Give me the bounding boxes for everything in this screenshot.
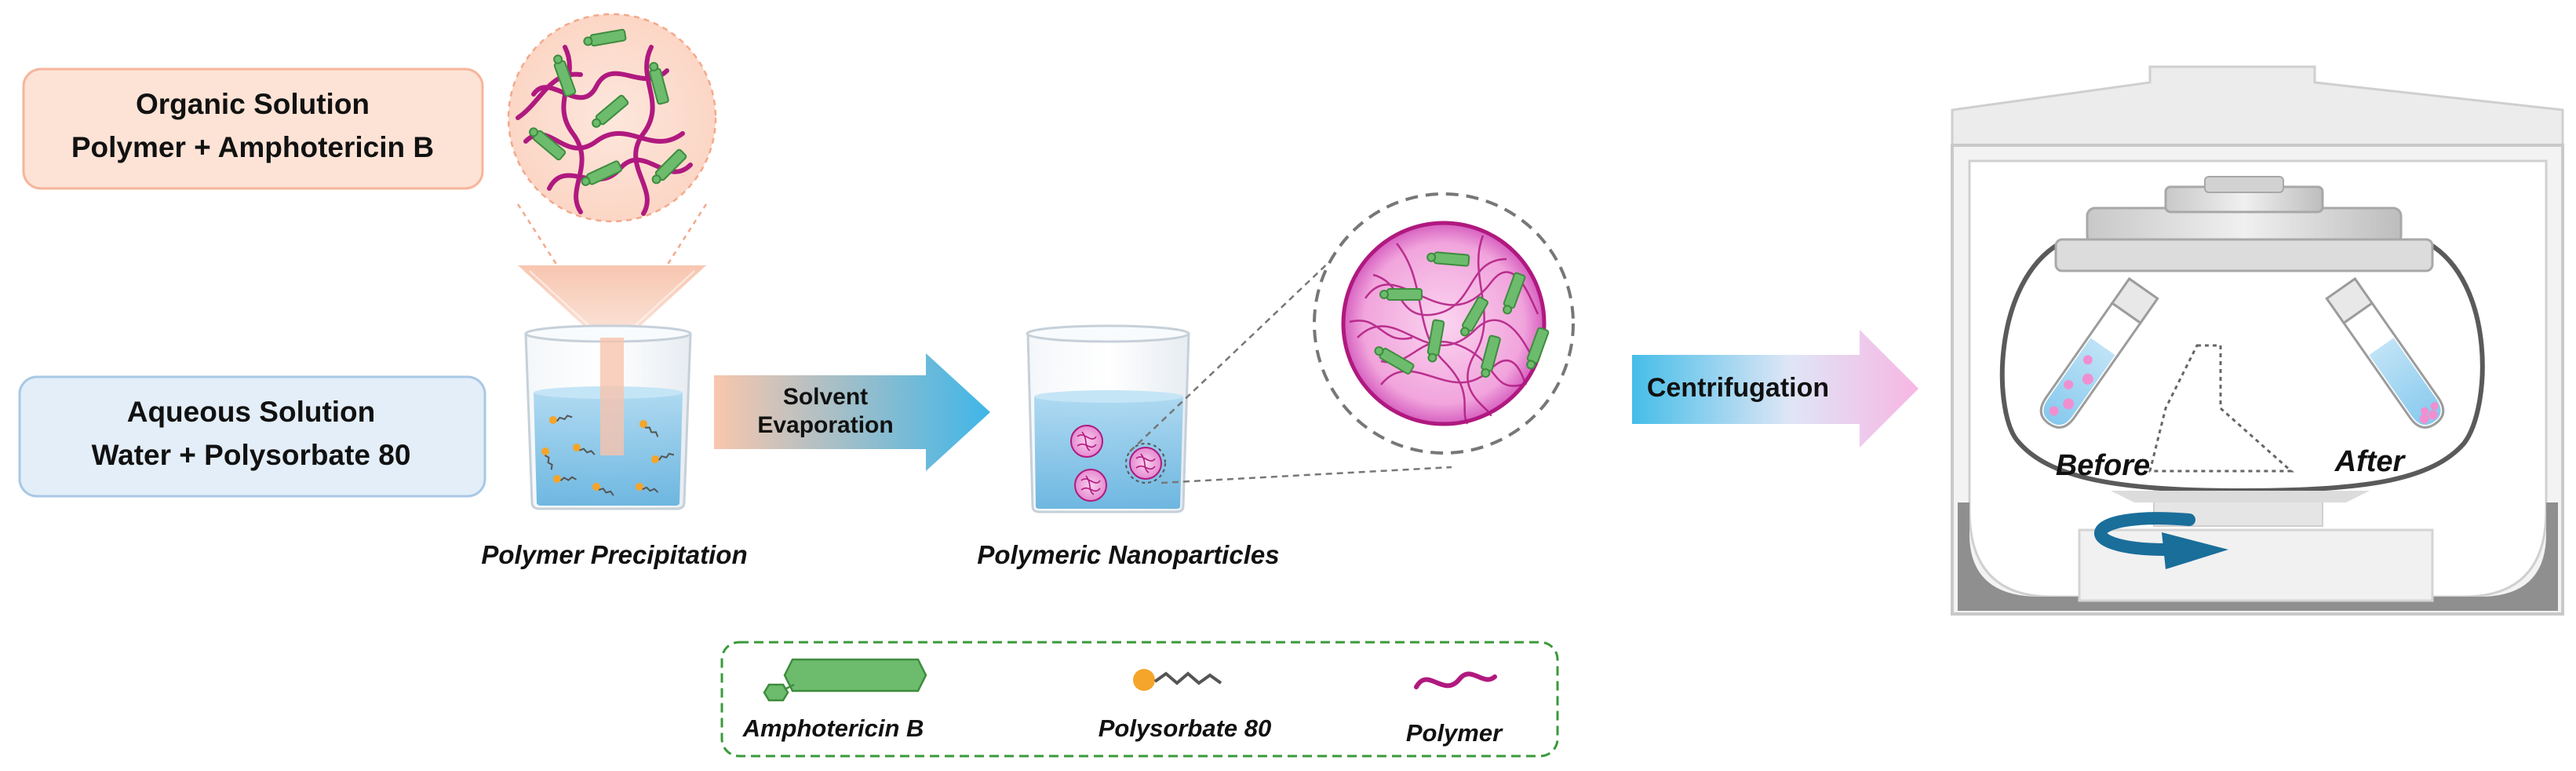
solvent-label: Solvent (783, 384, 868, 410)
test-tube-icon-after (2325, 276, 2445, 429)
nanoparticle-zoom-circle (1313, 192, 1575, 455)
amphotericin-legend-icon (763, 658, 927, 702)
test-tube-icon-before (2039, 276, 2159, 429)
polymer-legend-icon (1414, 671, 1497, 689)
caption-polymer-precipitation: Polymer Precipitation (481, 540, 747, 569)
tube-after-label: After (2334, 445, 2407, 478)
centrifugation-label: Centrifugation (1647, 373, 1829, 403)
beaker-icon-nanoparticles (1026, 324, 1190, 513)
aqueous-solution-subtitle: Water + Polysorbate 80 (92, 439, 411, 471)
centrifugation-arrow: Centrifugation (1632, 330, 1918, 448)
organic-solution-title: Organic Solution (136, 88, 370, 120)
organic-solution-subtitle: Polymer + Amphotericin B (71, 131, 434, 163)
organic-zoom-circle (507, 13, 717, 266)
tube-before-label: Before (2056, 449, 2150, 482)
solvent-evaporation-arrow: Solvent Evaporation (714, 353, 990, 471)
legend: Amphotericin B Polysorbate 80 Polymer (720, 641, 1559, 758)
legend-amphotericin-label: Amphotericin B (742, 714, 924, 742)
polysorbate-legend-icon (1133, 669, 1222, 691)
legend-polysorbate-label: Polysorbate 80 (1099, 714, 1272, 742)
centrifuge-icon: Before After (1951, 65, 2564, 616)
organic-solution-box: Organic Solution Polymer + Amphotericin … (22, 68, 484, 190)
beaker-icon (524, 324, 692, 510)
evaporation-label: Evaporation (757, 412, 893, 438)
aqueous-solution-title: Aqueous Solution (127, 396, 376, 428)
rotation-arrow-icon (2094, 512, 2228, 569)
aqueous-solution-box: Aqueous Solution Water + Polysorbate 80 (18, 375, 486, 498)
caption-polymeric-nanoparticles: Polymeric Nanoparticles (977, 540, 1279, 569)
legend-polymer-label: Polymer (1406, 719, 1503, 747)
